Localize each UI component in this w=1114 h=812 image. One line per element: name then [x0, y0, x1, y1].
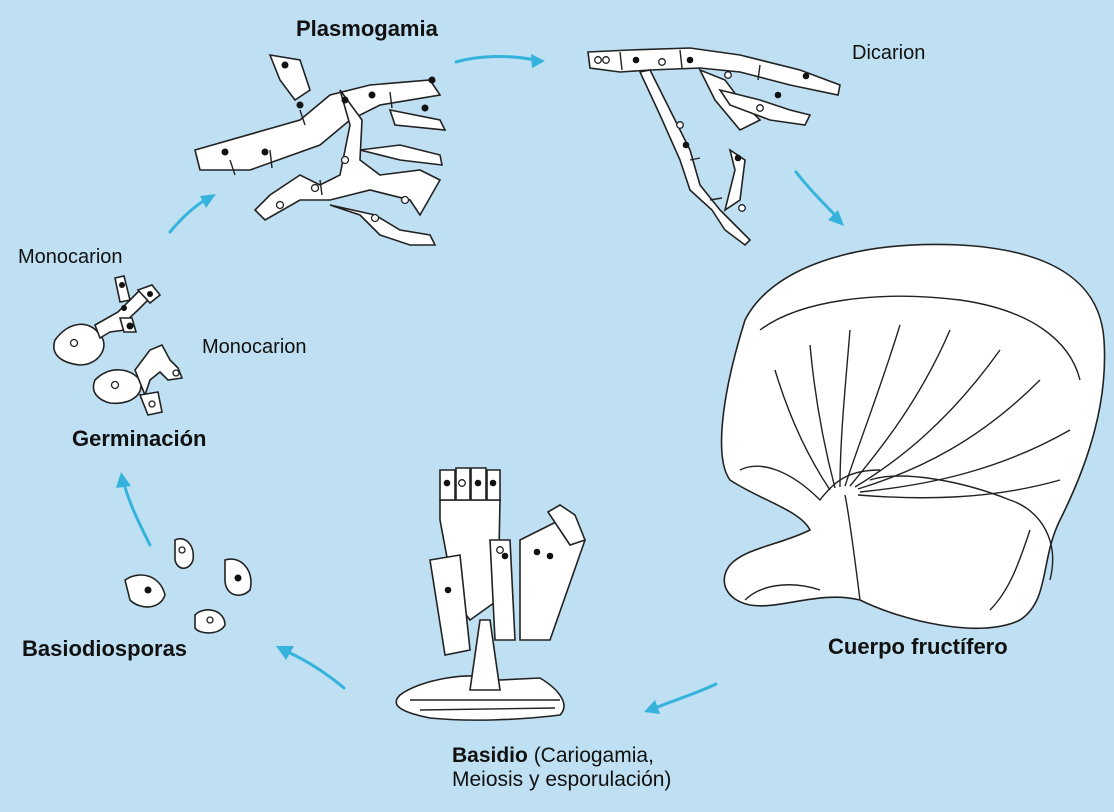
basidio-structure — [396, 468, 585, 720]
label-basidio-detail-2: Meiosis y esporulación) — [452, 768, 671, 791]
dicarion-hyphae — [588, 48, 840, 245]
plasmogamia-hyphae — [195, 55, 445, 245]
fruiting-body-mushroom — [722, 244, 1105, 628]
label-basidio: Basidio (Cariogamia, Meiosis y esporulac… — [452, 744, 671, 792]
label-basidio-detail-1: (Cariogamia, — [528, 744, 654, 767]
label-basiodiosporas: Basiodiosporas — [22, 636, 187, 661]
label-monocarion-lower: Monocarion — [202, 336, 307, 359]
label-dicarion: Dicarion — [852, 42, 925, 65]
label-plasmogamia: Plasmogamia — [296, 16, 438, 41]
label-cuerpo-fructifero: Cuerpo fructífero — [828, 634, 1008, 659]
label-germinacion: Germinación — [72, 426, 206, 451]
basiodiosporas — [125, 539, 251, 633]
monocarion-upper — [54, 276, 160, 365]
label-basidio-title: Basidio — [452, 744, 528, 767]
monocarion-lower — [93, 345, 182, 415]
label-monocarion-upper: Monocarion — [18, 246, 123, 269]
